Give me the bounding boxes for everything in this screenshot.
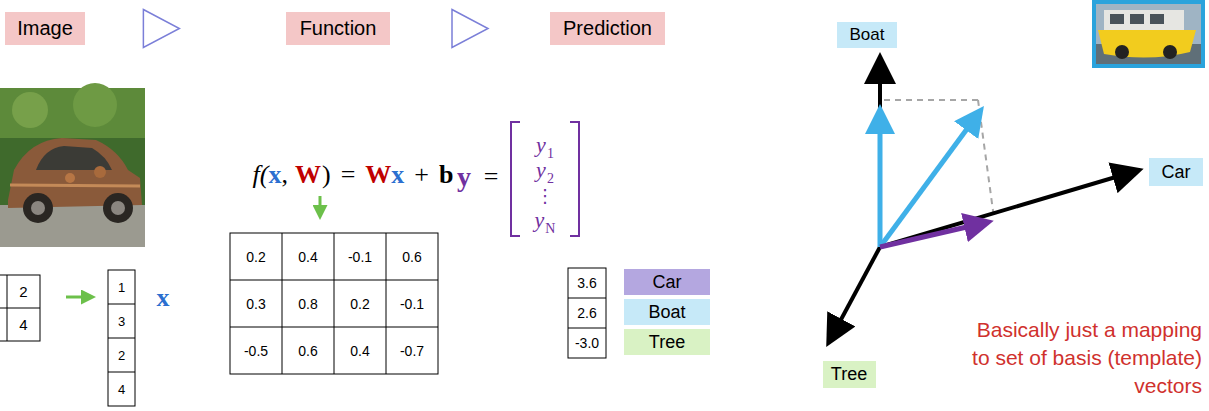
node-label: Car (1161, 162, 1190, 183)
table-cell: -0.1 (386, 280, 438, 327)
table-cell: 0.6 (386, 233, 438, 280)
node-label: Boat (850, 25, 885, 45)
table-cell: -3.0 (568, 328, 606, 358)
subscript: N (545, 215, 555, 243)
grid-line (108, 304, 135, 305)
table-cell: 3.6 (568, 268, 606, 298)
table-cell: 2 (108, 338, 135, 372)
score-frame (568, 268, 606, 358)
vehicle-photo (1094, 2, 1203, 66)
node-label: Tree (649, 332, 685, 353)
grid-line (108, 338, 135, 339)
class-tag: Car (624, 269, 710, 295)
formula-part: x (391, 156, 404, 194)
flatten-arrow (66, 296, 90, 299)
vector-entry: y (536, 131, 546, 159)
table-cell: 3 (108, 304, 135, 338)
class-tag: Boat (837, 22, 897, 48)
grid-line (230, 327, 438, 328)
flow-chevron (143, 10, 179, 48)
table-cell: 1 (108, 270, 135, 304)
table-cell: 0.3 (230, 280, 282, 327)
table-cell: 4 (108, 372, 135, 406)
grid-line (282, 233, 283, 374)
class-tag: Tree (823, 361, 876, 388)
node-label: Tree (831, 364, 867, 385)
table-cell: 0.2 (334, 280, 386, 327)
node-label: Car (652, 272, 681, 293)
grid-line (230, 280, 438, 281)
stage-box: Image (5, 12, 85, 45)
text-group: y2 (515, 156, 575, 184)
table-cell: 2 (7, 275, 40, 308)
formula-part: , (281, 156, 288, 194)
class-tag: Tree (624, 329, 710, 355)
formula-part: f( (253, 156, 269, 194)
vector-entry: y (535, 206, 545, 234)
node-label: Function (300, 17, 377, 40)
table-cell: -0.7 (386, 327, 438, 374)
grid-line (334, 233, 335, 374)
table-cell: 0.8 (282, 280, 334, 327)
table-cell: 4 (7, 308, 40, 341)
bracket (570, 122, 579, 236)
text-group: y1 (515, 131, 575, 159)
car-photo (0, 83, 145, 247)
formula-part: W (365, 156, 391, 194)
subscript: 1 (547, 140, 554, 168)
pixel-grid (0, 275, 40, 341)
stage-box: Function (286, 12, 390, 45)
stage-box: Prediction (550, 12, 665, 45)
table-cell: -0.1 (334, 233, 386, 280)
formula-part: x (268, 156, 281, 194)
note-text: Basically just a mapping to set of basis… (972, 316, 1202, 400)
class-tag: Boat (624, 299, 710, 325)
text-group: f(x,W)=Wx+b (228, 156, 478, 194)
vector-symbol: x (148, 280, 178, 316)
formula-part: = (478, 158, 504, 196)
matrix-frame (230, 233, 438, 374)
formula-part: ) (322, 156, 331, 194)
flow-chevron (452, 10, 488, 48)
vector-entry: y (536, 156, 546, 184)
grid-line (108, 372, 135, 373)
formula-part: + (414, 156, 429, 194)
formula-part: = (341, 156, 356, 194)
grid-line (568, 298, 606, 299)
grid-line (386, 233, 387, 374)
table-cell: 0.4 (334, 327, 386, 374)
table-cell: -0.5 (230, 327, 282, 374)
vector-space (830, 60, 1136, 340)
text-group: yN (515, 206, 575, 234)
formula-part: b (439, 156, 453, 194)
node-label: Image (17, 17, 73, 40)
table-cell: 0.2 (230, 233, 282, 280)
vector-symbol: y (450, 158, 478, 196)
node-label: Prediction (563, 17, 652, 40)
class-tag: Car (1149, 158, 1203, 186)
bracket (511, 122, 520, 236)
vector-frame (108, 270, 135, 406)
table-cell: 0.6 (282, 327, 334, 374)
table-cell: 0.4 (282, 233, 334, 280)
table-cell: 2.6 (568, 298, 606, 328)
grid-line (568, 328, 606, 329)
weight-arrow (319, 196, 322, 214)
node-label: Boat (648, 302, 685, 323)
grid-line (0, 308, 40, 309)
formula-part: W (295, 156, 321, 194)
vector-entry: ⋮ (515, 181, 575, 209)
